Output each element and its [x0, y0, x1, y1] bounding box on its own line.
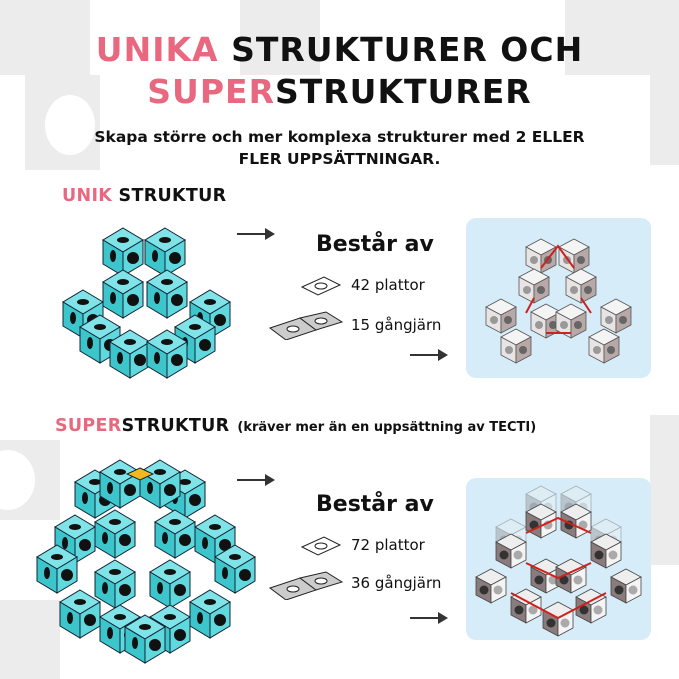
unique-structure-assembled-image — [466, 218, 651, 378]
super-consists-of: Består av — [316, 492, 434, 517]
subtitle-line2: FLER UPPSÄTTNINGAR. — [238, 150, 441, 168]
single-plate-icon — [300, 276, 342, 296]
title-accent-unika: UNIKA — [95, 30, 219, 69]
super-heading-accent: SUPER — [55, 416, 122, 436]
super-plates-count: 72 plattor — [351, 536, 425, 554]
unique-plates-count: 42 plattor — [351, 276, 425, 294]
title-rest-2: STRUKTURER — [274, 72, 532, 111]
bg-tile — [0, 600, 60, 679]
bg-tile — [650, 415, 679, 565]
title-accent-super: SUPER — [147, 72, 275, 111]
hinge-double-plate-icon — [268, 571, 344, 600]
bg-tile — [650, 75, 679, 165]
hinge-double-plate-icon — [268, 311, 344, 340]
bg-tile — [565, 0, 679, 75]
page-title-line2: SUPERSTRUKTURER — [0, 72, 679, 112]
unique-consists-of: Består av — [316, 232, 434, 257]
super-heading-rest: STRUKTUR — [121, 416, 230, 436]
bg-tile — [0, 0, 90, 75]
arrow-right-icon — [410, 349, 448, 361]
single-plate-icon — [300, 536, 342, 556]
arrow-right-icon — [237, 228, 275, 240]
unique-heading-rest: STRUKTUR — [118, 186, 227, 206]
super-hinges-count: 36 gångjärn — [351, 574, 442, 592]
super-heading: SUPERSTRUKTUR (kräver mer än en uppsättni… — [55, 416, 536, 436]
super-structure-assembled-image — [466, 478, 651, 640]
super-heading-note: (kräver mer än en uppsättning av TECTI) — [237, 420, 537, 435]
subtitle-line1: Skapa större och mer komplexa strukturer… — [94, 128, 585, 146]
super-structure-teal-cubes-image — [36, 459, 256, 664]
unique-hinges-count: 15 gångjärn — [351, 316, 442, 334]
arrow-right-icon — [410, 612, 448, 624]
bg-circle — [45, 95, 95, 155]
unique-heading: UNIK STRUKTUR — [62, 186, 226, 206]
bg-tile — [240, 0, 320, 75]
unique-structure-teal-cubes-image — [62, 227, 231, 379]
title-rest-1: STRUKTURER OCH — [231, 30, 584, 69]
unique-heading-accent: UNIK — [62, 186, 113, 206]
arrow-right-icon — [237, 474, 275, 486]
page-title-line1: UNIKA STRUKTURER OCH — [0, 30, 679, 70]
